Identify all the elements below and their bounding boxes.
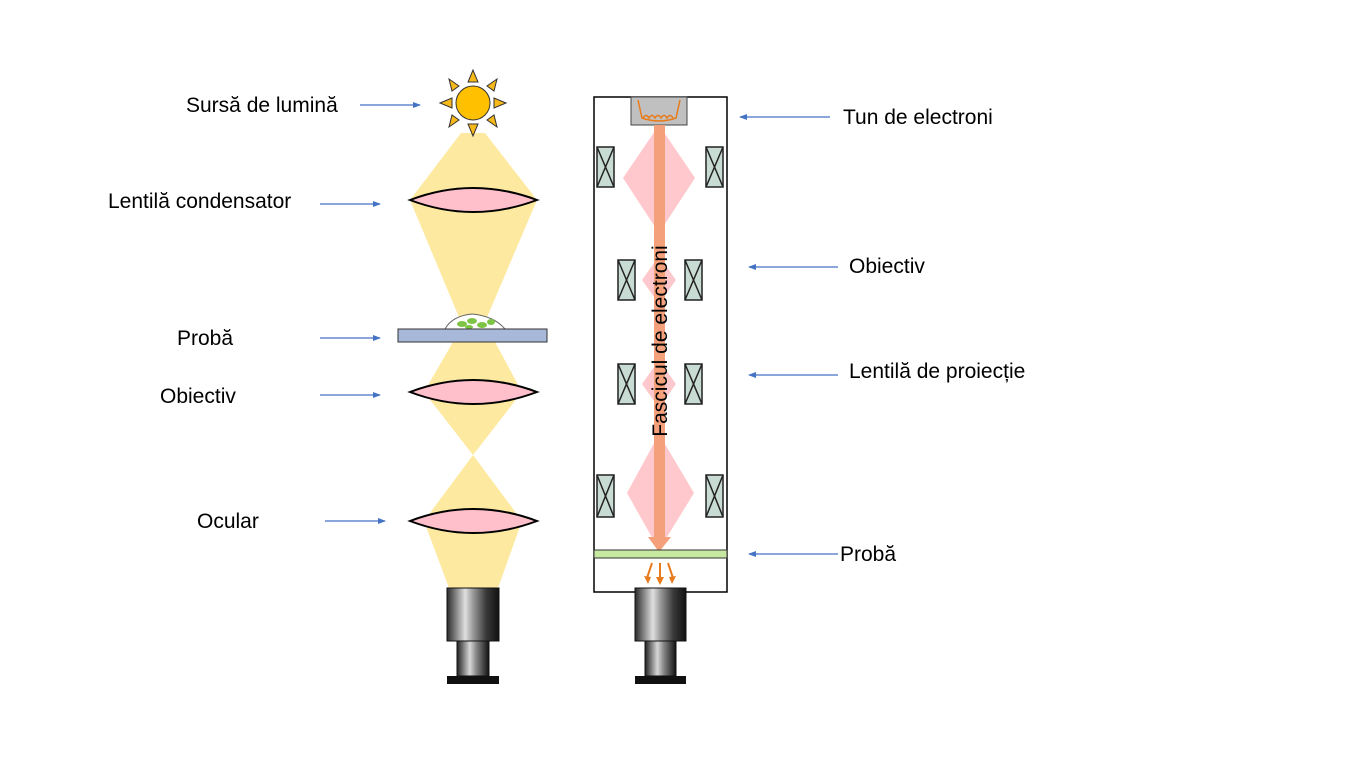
label-condenser-lens: Lentilă condensator	[108, 190, 292, 213]
magnetic-coils	[596, 146, 724, 518]
coil-lower-right	[705, 474, 724, 518]
light-beam-eyepiece-to-camera	[424, 521, 522, 588]
condenser-lens-shape	[407, 187, 540, 213]
coil-objective-left	[617, 259, 636, 301]
eyepiece-lens-shape	[407, 508, 540, 534]
coil-projection-left	[617, 363, 636, 405]
light-beam-objective-to-crossover	[424, 392, 522, 455]
electron-microscope: Fascicul de electroni	[593, 96, 728, 684]
coil-condenser-left	[596, 146, 615, 188]
sun-icon	[438, 68, 508, 138]
coil-lower-left	[596, 474, 615, 518]
light-beam-top	[410, 133, 537, 200]
label-objective-left: Obiectiv	[160, 385, 236, 408]
coil-objective-right	[684, 259, 703, 301]
electron-beam	[654, 125, 665, 537]
light-microscope	[397, 68, 548, 684]
em-camera-icon	[634, 587, 687, 684]
light-beam-condenser-to-sample	[410, 200, 537, 322]
label-light-source: Sursă de lumină	[186, 94, 338, 117]
label-objective-right: Obiectiv	[849, 255, 925, 278]
label-projection-lens: Lentilă de proiecție	[849, 360, 1026, 383]
objective-lens-shape	[407, 379, 540, 405]
electron-gun-icon	[630, 96, 688, 126]
coil-projection-right	[684, 363, 703, 405]
light-beam-sample-to-objective	[424, 342, 522, 392]
electron-beam-label: Fascicul de electroni	[649, 245, 672, 436]
light-beam-crossover-to-eyepiece	[424, 455, 522, 521]
label-eyepiece: Ocular	[197, 510, 259, 533]
label-electron-gun: Tun de electroni	[843, 106, 993, 129]
scattered-electrons-icon	[644, 562, 676, 585]
camera-icon	[446, 587, 500, 684]
em-sample-plate	[593, 549, 728, 559]
electron-beam-tip	[648, 537, 671, 552]
coil-condenser-right	[705, 146, 724, 188]
sample-slide	[397, 313, 548, 343]
label-sample-right: Probă	[840, 543, 897, 566]
label-sample-left: Probă	[177, 327, 234, 350]
